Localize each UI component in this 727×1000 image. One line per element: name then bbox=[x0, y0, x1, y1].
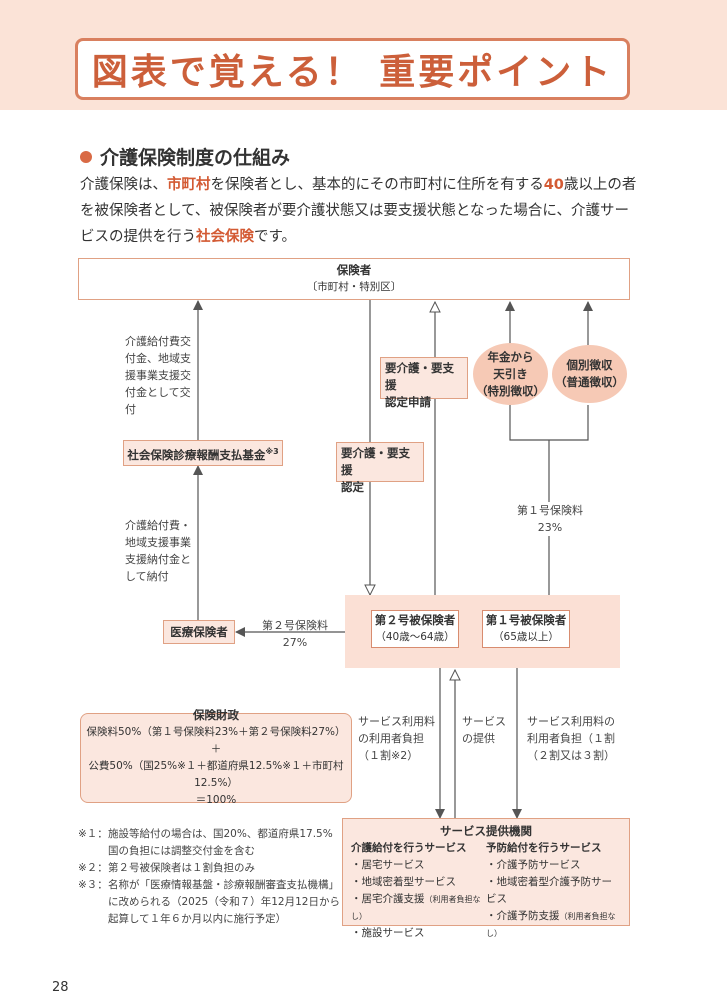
footnote-text: 第２号被保険者は１割負担のみ bbox=[108, 862, 255, 874]
application-box: 要介護・要支援 認定申請 bbox=[380, 357, 468, 409]
insurer-title: 保険者 bbox=[336, 263, 372, 277]
finance-title: 保険財政 bbox=[193, 708, 239, 722]
bullet-dot-icon bbox=[80, 150, 92, 163]
footnote-text: 施設等給付の場合は、国20%、都道府県17.5%国の負担には調整交付金を含む bbox=[108, 828, 333, 857]
section-title: 介護保険制度の仕組み bbox=[100, 147, 291, 169]
footnote-mark: ※２： bbox=[78, 862, 108, 874]
service-item: ・地域密着型介護予防サービス bbox=[486, 876, 612, 905]
second-premium-label: 第２号保険料 27% bbox=[262, 619, 328, 649]
footnote: ※２：第２号被保険者は１割負担のみ bbox=[78, 860, 340, 877]
page-number: 28 bbox=[52, 980, 69, 995]
intro-text: 歳以上の者を被保険者として、被保険者が要介護状態又は要支援状態となった場合に、介… bbox=[80, 177, 637, 245]
service-provider-box: サービス提供機関 介護給付を行うサービス ・居宅サービス・地域密着型サービス・居… bbox=[342, 818, 630, 939]
footnote: ※３：名称が「医療情報基盤・診療報酬審査支払機構」に改められる（2025（令和７… bbox=[78, 877, 340, 928]
intro-text: 介護保険は、 bbox=[80, 177, 167, 193]
no-charge-note: （利用者負担なし） bbox=[351, 895, 481, 921]
service-provision-label: サービス の提供 bbox=[462, 715, 506, 745]
provider-title: サービス提供機関 bbox=[440, 824, 532, 838]
highlight-term: 40 bbox=[543, 177, 564, 193]
service-item: ・地域密着型サービス bbox=[351, 876, 456, 888]
footnote-mark: ※３： bbox=[78, 879, 108, 891]
footnote: ※１：施設等給付の場合は、国20%、都道府県17.5%国の負担には調整交付金を含… bbox=[78, 826, 340, 860]
footnote-mark: ※１： bbox=[78, 828, 108, 840]
insurer-box: 保険者 〔市町村・特別区〕 bbox=[78, 258, 630, 300]
service-item: ・施設サービス bbox=[351, 927, 425, 939]
insured2-box: 第２号被保険者 （40歳〜64歳） bbox=[371, 610, 459, 648]
medical-insurer-box: 医療保険者 bbox=[163, 620, 235, 644]
service-item: ・居宅介護支援（利用者負担なし） bbox=[351, 893, 481, 921]
highlight-term: 市町村 bbox=[167, 177, 211, 193]
payment-note: 介護給付費交 付金、地域支 援事業支援交 付金として交 付 bbox=[125, 335, 191, 416]
care-benefit-list: 介護給付を行うサービス ・居宅サービス・地域密着型サービス・居宅介護支援（利用者… bbox=[351, 840, 486, 942]
individual-collection-oval: 個別徴収 （普通徴収） bbox=[552, 345, 627, 403]
prevention-benefit-list: 予防給付を行うサービス ・介護予防サービス・地域密着型介護予防サービス・介護予防… bbox=[486, 840, 621, 942]
intro-text: を保険者とし、基本的にその市町村に住所を有する bbox=[210, 177, 544, 193]
insurer-sub: 〔市町村・特別区〕 bbox=[306, 281, 402, 293]
fund-label: 社会保険診療報酬支払基金 bbox=[127, 447, 266, 462]
fee-insured1-label: サービス利用料の 利用者負担（１割 （２割又は３割） bbox=[527, 715, 615, 762]
intro-paragraph: 介護保険は、市町村を保険者とし、基本的にその市町村に住所を有する40歳以上の者を… bbox=[80, 172, 640, 250]
footnote-text: 名称が「医療情報基盤・診療報酬審査支払機構」に改められる（2025（令和７）年1… bbox=[108, 879, 340, 925]
highlight-term: 社会保険 bbox=[196, 229, 254, 245]
insured1-box: 第１号被保険者 （65歳以上） bbox=[482, 610, 570, 648]
fund-box: 社会保険診療報酬支払基金※3 bbox=[123, 440, 283, 466]
intro-text: です。 bbox=[254, 229, 297, 245]
fund-sup: ※3 bbox=[265, 446, 279, 456]
finance-box: 保険財政 保険料50%（第１号保険料23%＋第２号保険料27%） ＋ 公費50%… bbox=[80, 708, 352, 806]
certification-box: 要介護・要支援 認定 bbox=[336, 442, 424, 494]
footnotes: ※１：施設等給付の場合は、国20%、都道府県17.5%国の負担には調整交付金を含… bbox=[78, 826, 340, 928]
fee-insured2-label: サービス利用料 の利用者負担 （１割※2） bbox=[358, 715, 435, 762]
page-title: 図表で覚える！ 重要ポイント bbox=[75, 38, 630, 100]
section-heading: 介護保険制度の仕組み bbox=[80, 143, 290, 170]
service-item: ・居宅サービス bbox=[351, 859, 425, 871]
bracket-collection bbox=[509, 405, 589, 441]
levy-note: 介護給付費・ 地域支援事業 支援納付金と して納付 bbox=[125, 519, 191, 583]
no-charge-note: （利用者負担なし） bbox=[486, 912, 616, 938]
service-item: ・介護予防支援（利用者負担なし） bbox=[486, 910, 616, 938]
first-premium-label: 第１号保険料 23% bbox=[510, 502, 590, 536]
service-item: ・介護予防サービス bbox=[486, 859, 581, 871]
pension-deduction-oval: 年金から 天引き （特別徴収） bbox=[473, 343, 548, 405]
